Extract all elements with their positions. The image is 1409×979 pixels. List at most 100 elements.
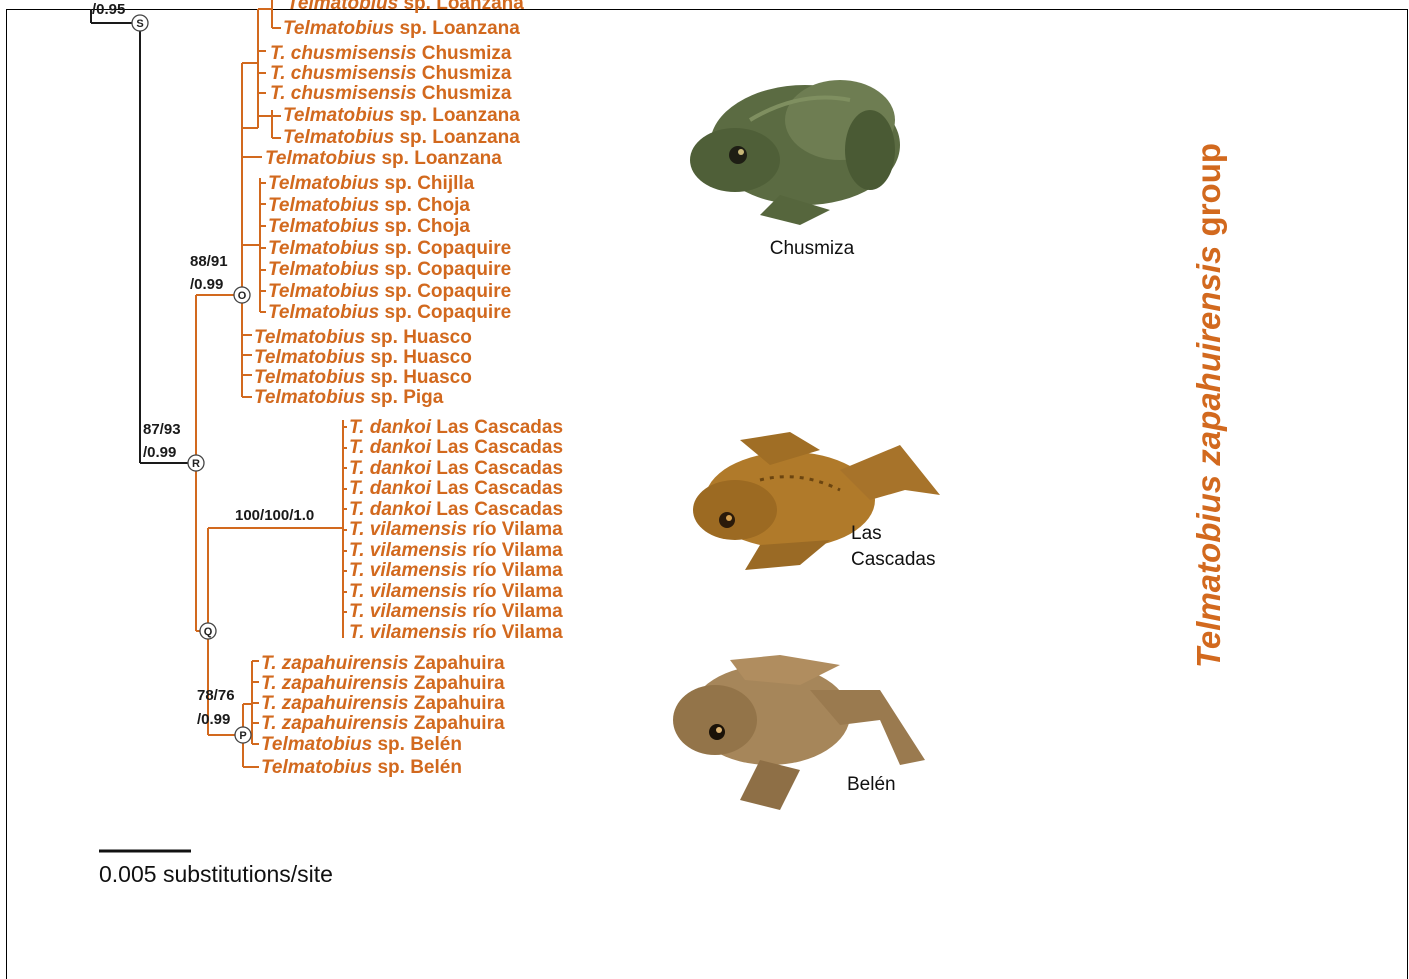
tip-label: Telmatobius sp. Copaquire: [268, 302, 511, 323]
tip-locality: sp. Loanzana: [394, 105, 520, 126]
tip-locality: Las Cascadas: [431, 437, 563, 458]
frog-photo-belen: Belén: [673, 655, 925, 810]
tip-locality: sp. Choja: [379, 216, 470, 237]
tip-taxon: Telmatobius: [254, 347, 365, 368]
tip-taxon: T. vilamensis: [349, 540, 467, 561]
tip-label: T. dankoi Las Cascadas: [349, 478, 563, 499]
tip-taxon: T. zapahuirensis: [261, 673, 408, 694]
tip-taxon: Telmatobius: [283, 18, 394, 39]
group-label-plain: group: [1190, 143, 1227, 246]
tip-taxon: Telmatobius: [268, 281, 379, 302]
frog-photo-cascadas: Las Cascadas: [693, 432, 940, 570]
tip-taxon: Telmatobius: [268, 238, 379, 259]
tip-locality: sp. Loanzana: [394, 18, 520, 39]
tip-label: T. vilamensis río Vilama: [349, 581, 563, 602]
tip-label: Telmatobius sp. Huasco: [254, 327, 472, 348]
tip-label: T. zapahuirensis Zapahuira: [261, 693, 505, 714]
tip-locality: sp. Huasco: [365, 347, 472, 368]
tip-locality: sp. Huasco: [365, 327, 472, 348]
node-letter: R: [192, 458, 200, 470]
tip-locality: Las Cascadas: [431, 478, 563, 499]
support-value: /0.99: [190, 276, 223, 293]
photo-label-chusmiza: Chusmiza: [770, 238, 855, 259]
tip-taxon: T. chusmisensis: [270, 83, 416, 104]
tip-label: Telmatobius sp. Belén: [261, 734, 462, 755]
group-label: Telmatobius zapahuirensis group: [1190, 143, 1227, 668]
tip-taxon: Telmatobius: [254, 327, 365, 348]
photo-label-belen: Belén: [847, 774, 896, 795]
tip-label: T. vilamensis río Vilama: [349, 560, 563, 581]
tip-taxon: Telmatobius: [265, 148, 376, 169]
tip-label: Telmatobius sp. Loanzana: [287, 0, 524, 14]
tip-label: T. chusmisensis Chusmiza: [270, 83, 512, 104]
tip-locality: río Vilama: [467, 519, 563, 540]
tip-label: T. zapahuirensis Zapahuira: [261, 673, 505, 694]
tip-locality: Zapahuira: [408, 713, 505, 734]
tip-label: T. vilamensis río Vilama: [349, 601, 563, 622]
tip-label: T. vilamensis río Vilama: [349, 540, 563, 561]
support-value: /0.99: [143, 444, 176, 461]
support-value: 87/93: [143, 421, 181, 438]
tip-label: T. dankoi Las Cascadas: [349, 499, 563, 520]
tip-locality: sp. Huasco: [365, 367, 472, 388]
tip-taxon: T. dankoi: [349, 499, 432, 520]
tip-locality: sp. Piga: [365, 387, 444, 408]
tip-taxon: T. vilamensis: [349, 622, 467, 643]
tip-label: T. chusmisensis Chusmiza: [270, 43, 512, 64]
tip-label: T. dankoi Las Cascadas: [349, 437, 563, 458]
tip-locality: Chusmiza: [416, 63, 511, 84]
tip-label: Telmatobius sp. Chijlla: [268, 173, 475, 194]
tip-taxon: T. chusmisensis: [270, 63, 416, 84]
node-letter: P: [239, 730, 246, 742]
tip-label: Telmatobius sp. Piga: [254, 387, 444, 408]
tip-label: T. chusmisensis Chusmiza: [270, 63, 512, 84]
tip-locality: sp. Copaquire: [379, 281, 511, 302]
scale-bar: 0.005 substitutions/site: [99, 851, 333, 887]
frog-photo-chusmiza: Chusmiza: [690, 80, 900, 259]
tip-locality: Zapahuira: [408, 653, 505, 674]
tip-taxon: Telmatobius: [268, 216, 379, 237]
support-value: 88/91: [190, 253, 228, 270]
tip-taxon: T. vilamensis: [349, 581, 467, 602]
node-markers: SROQP: [132, 15, 251, 743]
tip-taxon: Telmatobius: [268, 195, 379, 216]
tip-locality: Las Cascadas: [431, 499, 563, 520]
tip-locality: sp. Belén: [372, 757, 462, 778]
tip-label: T. vilamensis río Vilama: [349, 519, 563, 540]
tip-taxon: Telmatobius: [261, 757, 372, 778]
tip-taxon: Telmatobius: [268, 259, 379, 280]
tip-label: T. zapahuirensis Zapahuira: [261, 713, 505, 734]
tip-label: T. dankoi Las Cascadas: [349, 458, 563, 479]
tip-locality: río Vilama: [467, 622, 563, 643]
scale-bar-label: 0.005 substitutions/site: [99, 861, 333, 887]
tip-label: Telmatobius sp. Loanzana: [283, 18, 520, 39]
tip-taxon: T. chusmisensis: [270, 43, 416, 64]
tip-locality: sp. Choja: [379, 195, 470, 216]
node-letter: O: [238, 290, 247, 302]
tip-locality: Zapahuira: [408, 673, 505, 694]
tip-locality: Chusmiza: [416, 43, 511, 64]
tip-label: T. vilamensis río Vilama: [349, 622, 563, 643]
tip-taxon: Telmatobius: [261, 734, 372, 755]
photo-label-cascadas: Las: [851, 523, 882, 544]
tip-label: Telmatobius sp. Huasco: [254, 347, 472, 368]
tip-label: Telmatobius sp. Huasco: [254, 367, 472, 388]
tip-taxon: Telmatobius: [254, 387, 365, 408]
tip-taxon: Telmatobius: [287, 0, 398, 14]
tip-label: Telmatobius sp. Belén: [261, 757, 462, 778]
support-value: /0.95: [92, 1, 125, 18]
tip-taxon: Telmatobius: [268, 302, 379, 323]
tip-locality: río Vilama: [467, 601, 563, 622]
tip-taxon: Telmatobius: [268, 173, 379, 194]
tip-locality: sp. Chijlla: [379, 173, 474, 194]
tip-taxon: Telmatobius: [283, 127, 394, 148]
tip-label: Telmatobius sp. Copaquire: [268, 259, 511, 280]
tip-taxon: Telmatobius: [283, 105, 394, 126]
tip-locality: Chusmiza: [416, 83, 511, 104]
support-value: 100/100/1.0: [235, 507, 314, 524]
tip-locality: sp. Copaquire: [379, 302, 511, 323]
tip-locality: río Vilama: [467, 560, 563, 581]
tip-taxon: T. dankoi: [349, 437, 432, 458]
